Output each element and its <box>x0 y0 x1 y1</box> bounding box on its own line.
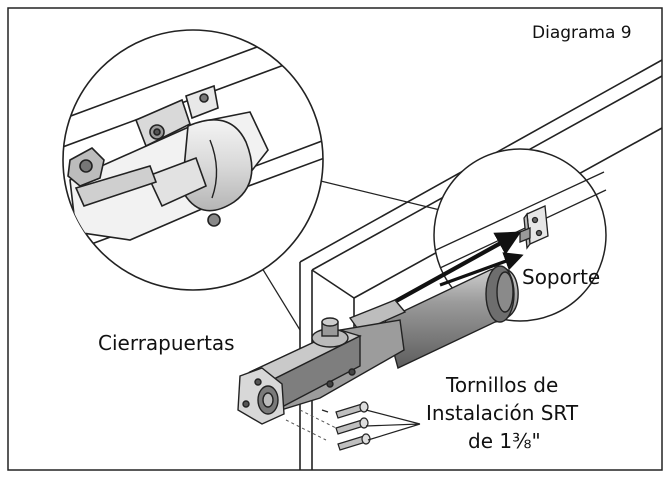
screws-label-line1: Tornillos de <box>445 373 558 397</box>
screws-label-line2: Instalación SRT <box>426 401 579 425</box>
diagram-title: Diagrama 9 <box>532 23 632 43</box>
frame-border <box>7 7 663 471</box>
installation-screws <box>321 401 371 451</box>
bracket-label: Soporte <box>522 265 600 289</box>
zoom-callout-lines <box>261 175 441 331</box>
bracket-icon <box>519 205 549 250</box>
door-closer-body <box>237 265 519 425</box>
detail-zoom-circle <box>62 29 324 291</box>
screw-guide-lines <box>285 409 337 441</box>
closer-label: Cierrapuertas <box>98 331 235 355</box>
screw-callout-lines <box>365 409 421 441</box>
install-arrows <box>385 231 524 308</box>
screws-label-line3: de 1⅜" <box>468 429 541 453</box>
